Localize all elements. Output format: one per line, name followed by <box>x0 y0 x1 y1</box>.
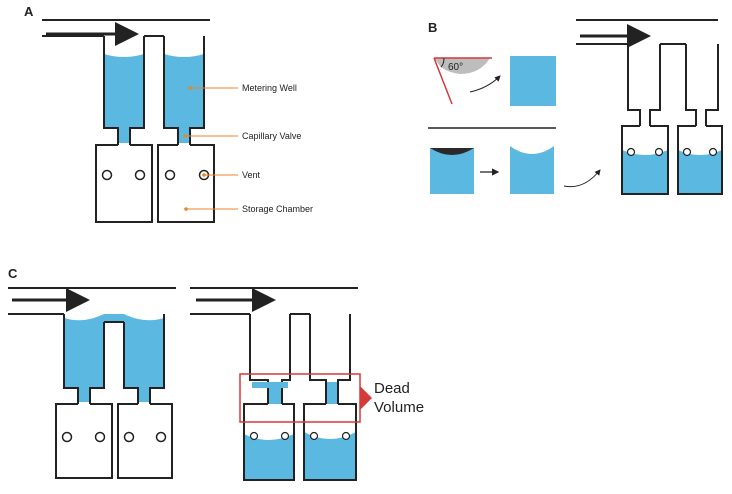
overfilled-water <box>64 314 164 388</box>
storage-chamber-1-water <box>244 434 294 480</box>
callout-capillary-valve: Capillary Valve <box>183 131 301 141</box>
panel-c: C <box>8 266 424 481</box>
angle-arc <box>440 57 445 68</box>
metering-well-2-right-wall <box>337 314 351 404</box>
metering-well-2-water <box>164 54 204 128</box>
callout-metering-well: Metering Well <box>188 83 297 93</box>
vent-hole <box>341 431 351 441</box>
storage-chamber-2-water <box>678 150 722 194</box>
callout-vent-label: Vent <box>242 170 261 180</box>
metering-well-1-left-wall <box>103 36 119 145</box>
vent-hole <box>134 169 146 181</box>
metering-well-1-water <box>104 54 144 128</box>
contact-angle-label: 60° <box>448 62 463 73</box>
storage-chamber-1 <box>95 144 153 223</box>
metering-well-1-left-wall <box>627 44 641 126</box>
metering-well-1-right-wall <box>129 36 145 145</box>
storage-chamber-1-water <box>622 150 668 194</box>
callout-vent: Vent <box>202 170 261 180</box>
capillary-valve-1-water <box>79 388 89 402</box>
capillary-valve-2-water <box>139 388 149 402</box>
dead-volume-label-line2: Volume <box>374 399 424 416</box>
curved-arrow <box>469 75 501 93</box>
metering-well-2-left-wall <box>123 322 139 404</box>
convex-water-block <box>430 148 474 194</box>
vent-hole <box>280 431 290 441</box>
storage-chamber-2 <box>157 144 215 223</box>
vent-hole <box>309 431 319 441</box>
vent-hole <box>654 147 664 157</box>
storage-chamber-1 <box>621 125 669 195</box>
callout-storage-chamber: Storage Chamber <box>184 204 313 214</box>
vent-hole <box>123 431 135 443</box>
dead-volume-pointer <box>360 386 372 410</box>
metering-well-2-right-wall <box>149 314 165 404</box>
storage-chamber-2-water <box>304 432 356 480</box>
metering-well-2-left-wall <box>685 44 697 126</box>
dark-meniscus <box>430 148 474 155</box>
metering-well-2-left-wall <box>309 314 327 404</box>
metering-well-1-right-wall <box>281 314 291 404</box>
panel-b: B 60° <box>428 19 723 195</box>
dead-volume-water-1 <box>252 382 288 404</box>
callout-storage-chamber-label: Storage Chamber <box>242 204 313 214</box>
metering-well-1-right-wall <box>649 44 661 126</box>
metering-well-2-right-wall <box>705 44 719 126</box>
storage-chamber-2 <box>677 125 723 195</box>
flat-water-block <box>510 56 556 106</box>
curved-arrow <box>563 169 601 188</box>
droplet-shape <box>434 58 490 74</box>
vent-hole <box>155 431 167 443</box>
vent-hole <box>682 147 692 157</box>
dead-volume-water-2 <box>327 382 337 404</box>
panel-a: A Metering Well <box>24 4 313 223</box>
dead-volume-highlight-box <box>239 373 361 423</box>
vent-hole <box>164 169 176 181</box>
dead-volume-label-line1: Dead <box>374 380 410 397</box>
vent-hole <box>94 431 106 443</box>
vent-hole <box>61 431 73 443</box>
capillary-valve-1-water <box>119 128 129 143</box>
panel-b-label: B <box>428 20 437 35</box>
storage-chamber-2 <box>303 403 357 481</box>
panel-a-label: A <box>24 4 34 19</box>
wall-line <box>433 57 453 105</box>
vent-hole <box>708 147 718 157</box>
concave-water-block <box>510 146 554 194</box>
metering-well-1-left-wall <box>63 314 79 404</box>
metering-well-2-left-wall <box>163 36 179 145</box>
metering-well-1-right-wall <box>89 322 105 404</box>
metering-well-1-left-wall <box>249 314 269 404</box>
vent-hole <box>249 431 259 441</box>
callout-capillary-valve-label: Capillary Valve <box>242 131 301 141</box>
vent-hole <box>626 147 636 157</box>
storage-chamber-1 <box>55 403 113 479</box>
storage-chamber-2 <box>117 403 173 479</box>
storage-chamber-1 <box>243 403 295 481</box>
panel-c-label: C <box>8 266 18 281</box>
callout-metering-well-label: Metering Well <box>242 83 297 93</box>
vent-hole <box>101 169 113 181</box>
